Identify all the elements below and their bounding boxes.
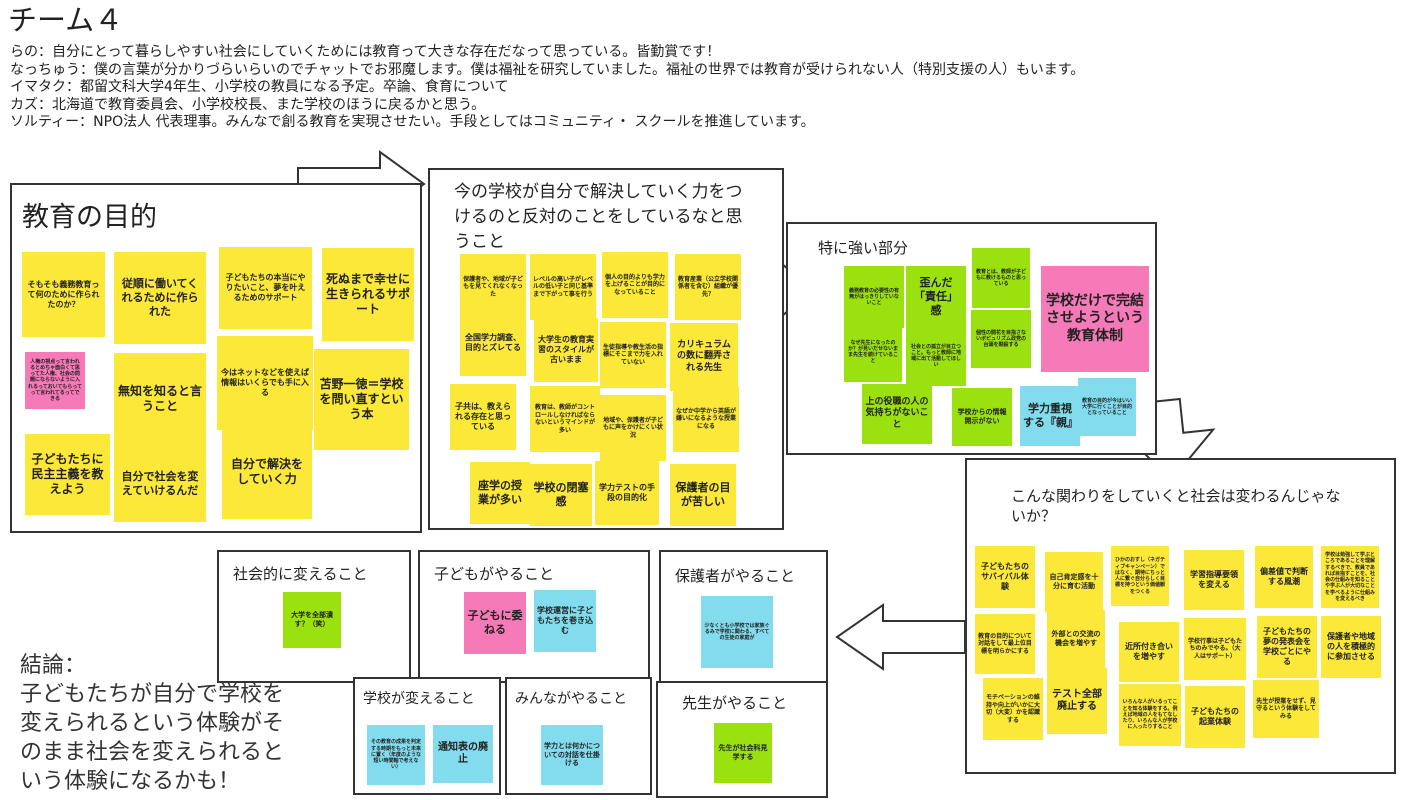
- frame-title: 子どもがやること: [434, 565, 555, 583]
- sticky-note: 今はネットなどを使えば情報はいくらでも手に入る: [217, 336, 313, 430]
- conclusion-line: 子どもたちが自分で学校を: [20, 682, 285, 707]
- sticky-note: カリキュラムの数に翻弄される先生: [670, 323, 738, 391]
- sticky-note: 子共は、教えられる存在と思っている: [450, 384, 516, 450]
- intro-line: イマタク：都留文科大学4年生、小学校の教員になる予定。卒論、食育について: [10, 79, 509, 95]
- sticky-note: 少なくとも小学校では家族ぐるみで学校に関わる、すべての生徒の家庭が: [701, 596, 773, 668]
- sticky-note: そもそも義務教育って何のために作られたのか？: [22, 252, 105, 337]
- frame-title: みんながやること: [515, 691, 627, 707]
- frame-everyone: みんながやること 学力とは何かについての対話を仕掛ける: [505, 677, 652, 795]
- sticky-note: 教育の目的が今はいい大学に行くことが目的となっていること: [1078, 378, 1136, 436]
- frame-title: 保護者がやること: [675, 567, 796, 585]
- sticky-note: 大学生の教育実習のスタイルが古いまま: [534, 318, 598, 382]
- sticky-note: なぜ先生になったのか？が見いだせないまま先生を続けていること: [844, 322, 902, 382]
- sticky-note: 子どもたちの起業体験: [1185, 686, 1245, 748]
- sticky-note: その教育の成果を判定する時期をもっと未来に置く（年度のような短い時間軸で考えない…: [367, 725, 425, 785]
- sticky-note: 保護者や、地域が子どもを見てくれなくなった: [460, 254, 526, 320]
- conclusion-line: 結論：: [20, 653, 87, 678]
- sticky-note: 教育の目的について対話をして最上位目標を明らかにする: [975, 614, 1035, 674]
- sticky-note: 学校からの情報開示がない: [952, 388, 1012, 446]
- member-intro: らの：自分にとって暮らしやすい社会にしていくためには教育って大きな存在だなって思…: [10, 44, 1410, 132]
- sticky-note: 学校は勉強して学ぶところであることを理解するべきで、教員であれば目指すことを、社…: [1321, 546, 1379, 608]
- frame-kids: 子どもがやること 子どもに委ねる 学校運営に子どもたちを巻き込む: [418, 550, 650, 683]
- sticky-note: 大学を全部潰す？（笑）: [283, 592, 341, 648]
- intro-line: カズ：北海道で教育委員会、小学校校長、また学校のほうに戻るかと思う。: [10, 96, 486, 113]
- sticky-note: 子どもたちの本当にやりたいこと、夢を叶えるためのサポート: [219, 247, 312, 329]
- sticky-note: 学校の閉塞感: [530, 464, 592, 526]
- sticky-note: 上の役職の人の気持ちがないこと: [862, 384, 932, 444]
- conclusion-line: のまま社会を変えられると: [20, 740, 285, 765]
- sticky-note: 子どもに委ねる: [464, 592, 526, 654]
- sticky-note: 地域や、保護者が子どもに声をかけにくい状況: [600, 395, 666, 461]
- sticky-note: 学校だけで完結させようという教育体制: [1041, 266, 1149, 372]
- sticky-note: 子どもたちに民主主義を教えよう: [25, 434, 110, 515]
- sticky-note: 学力とは何かについての対話を仕掛ける: [541, 725, 603, 785]
- sticky-note: 全国学力調査、目的とズレてる: [460, 310, 526, 376]
- sticky-note: 座学の授業が多い: [470, 462, 530, 524]
- frame-title: 特に強い部分: [818, 239, 909, 257]
- frame-teachers: 先生がやること 先生が社会科見学する: [656, 681, 828, 798]
- sticky-note: 保護者や地域の人を積極的に参加させる: [1321, 616, 1381, 678]
- sticky-note: 自分で社会を変えていけるんだ: [114, 445, 206, 522]
- frame-title: 先生がやること: [682, 694, 788, 712]
- sticky-note: 生徒指導や教生活の指標にそこまで力を入れていない: [600, 322, 666, 388]
- sticky-note: 学校運営に子どもたちを巻き込む: [534, 590, 596, 652]
- sticky-note: 学力テストの手段の目的化: [595, 461, 659, 525]
- sticky-note: 個人の目的よりも学力を上げることが目的になっていること: [602, 252, 668, 318]
- frame-title: 教育の目的: [22, 202, 157, 233]
- frame-opposite: 今の学校が自分で解決していく力をつけるのと反対のことをしているなと思うこと 保護…: [428, 168, 784, 530]
- sticky-note: 通知表の廃止: [433, 725, 493, 783]
- sticky-note: 苫野一徳＝学校を問い直すという本: [314, 349, 409, 450]
- sticky-note: 子どもたちのサバイバル体験: [975, 546, 1035, 608]
- team-title: チーム４: [8, 3, 124, 37]
- sticky-note: 死ぬまで幸せに生きられるサポート: [322, 248, 414, 341]
- arrow-left-icon: [835, 603, 966, 671]
- sticky-note: 学力重視する『親』: [1020, 386, 1080, 446]
- sticky-note: 教育とは、教師が子どもに教けるものと思っている: [972, 248, 1030, 308]
- frame-change: こんな関わりをしていくと社会は変わるんじゃないか？ 子どもたちのサバイバル体験 …: [965, 458, 1396, 774]
- frame-strong: 特に強い部分 義務教育の必要性の有無がはっきりしていないこと 歪んだ「責任」感 …: [786, 222, 1157, 455]
- sticky-note: 義務教育の必要性の有無がはっきりしていないこと: [844, 266, 904, 328]
- sticky-note: 教育は、教師がコントロールしなければならないというマインドが多い: [530, 386, 600, 452]
- conclusion: 結論： 子どもたちが自分で学校を 変えられるという体験がそ のまま社会を変えられ…: [20, 651, 284, 796]
- sticky-note: 学習指導要領を変える: [1184, 550, 1244, 610]
- frame-title: 今の学校が自分で解決していく力をつけるのと反対のことをしているなと思うこと: [454, 182, 743, 252]
- sticky-note: 歪んだ「責任」感: [906, 266, 966, 328]
- sticky-note: モチベーションの維持や向上がいかに大切（大変）かを認識する: [983, 678, 1043, 740]
- frame-school: 学校が変えること その教育の成果を判定する時期をもっと未来に置く（年度のような短…: [353, 677, 501, 795]
- frame-title: こんな関わりをしていくと社会は変わるんじゃないか？: [1011, 487, 1341, 525]
- sticky-note: 保護者の目が苦しい: [670, 464, 736, 526]
- frame-parents: 保護者がやること 少なくとも小学校では家族ぐるみで学校に関わる、すべての生徒の家…: [659, 550, 828, 683]
- sticky-note: 近所付き合いを増やす: [1119, 622, 1179, 682]
- frame-title: 学校が変えること: [363, 691, 475, 707]
- sticky-note: 先生が授業をせず、見守るという体験をしてみる: [1253, 680, 1319, 738]
- sticky-note: 社会との孤立が目立つこと。もっと教師に地域に出て活動してほしい: [906, 326, 966, 386]
- sticky-note: ひかのおすし（ネガティブキャンペーン）ではなく、期待にちっと人に繋ぐ自分らしく目…: [1111, 546, 1169, 606]
- sticky-note: なぜか中学から英語が嫌いになるような授業になる: [673, 386, 739, 452]
- intro-line: なっちゅう：僕の言葉が分かりづらいらいのでチャットでお邪魔します。僕は福祉を研究…: [10, 61, 1085, 78]
- sticky-note: 先生が社会科見学する: [714, 723, 772, 783]
- intro-line: らの：自分にとって暮らしやすい社会にしていくためには教育って大きな存在だなって思…: [10, 44, 721, 60]
- intro-line: ソルティー：NPO法人 代表理事。みんなで創る教育を実現させたい。手段としてはコ…: [10, 114, 815, 130]
- sticky-note: 偏差値で判断する風潮: [1255, 546, 1313, 608]
- sticky-note: 従順に働いてくれるために作られた: [114, 252, 206, 344]
- sticky-note: 無知を知ると言うこと: [114, 353, 206, 445]
- sticky-note: 外部との交流の機会を増やす: [1047, 610, 1105, 668]
- conclusion-line: 変えられるという体験がそ: [20, 711, 285, 736]
- sticky-note: 自己肯定感を十分に育む活動: [1045, 552, 1103, 612]
- sticky-note: 子どもたちの夢の発表会を学校ごとにやる: [1257, 616, 1317, 678]
- sticky-note: テスト全部廃止する: [1047, 668, 1107, 734]
- frame-title: 社会的に変えること: [233, 565, 368, 583]
- frame-society: 社会的に変えること 大学を全部潰す？（笑）: [217, 550, 411, 683]
- conclusion-line: いう体験になるかも！: [20, 769, 241, 794]
- sticky-note: 人権の視点って言われるとめちゃ面白くて思ってた人権、社会の問題にならないように入…: [25, 352, 85, 409]
- sticky-note: 個性の開花を目指さないボピュリズム政党の台頭を黙殺する: [971, 310, 1031, 368]
- sticky-note: レベルの高い子がレベルの低い子と同じ基準まで下がって事を行う: [530, 254, 596, 320]
- sticky-note: 教育産業（公立学校関係者を含む）組織が優先？: [675, 254, 741, 320]
- frame-purpose: 教育の目的 そもそも義務教育って何のために作られたのか？ 従順に働いてくれるため…: [10, 183, 422, 533]
- sticky-note: 学校行事は子どもたちのみでやる。（大人はサポート）: [1184, 618, 1246, 680]
- sticky-note: 自分で解決をしていく力: [222, 425, 312, 519]
- sticky-note: いろんな人がいるってことを知る体験をする。例えば地域の人をもてなしたり、いろんな…: [1119, 684, 1181, 746]
